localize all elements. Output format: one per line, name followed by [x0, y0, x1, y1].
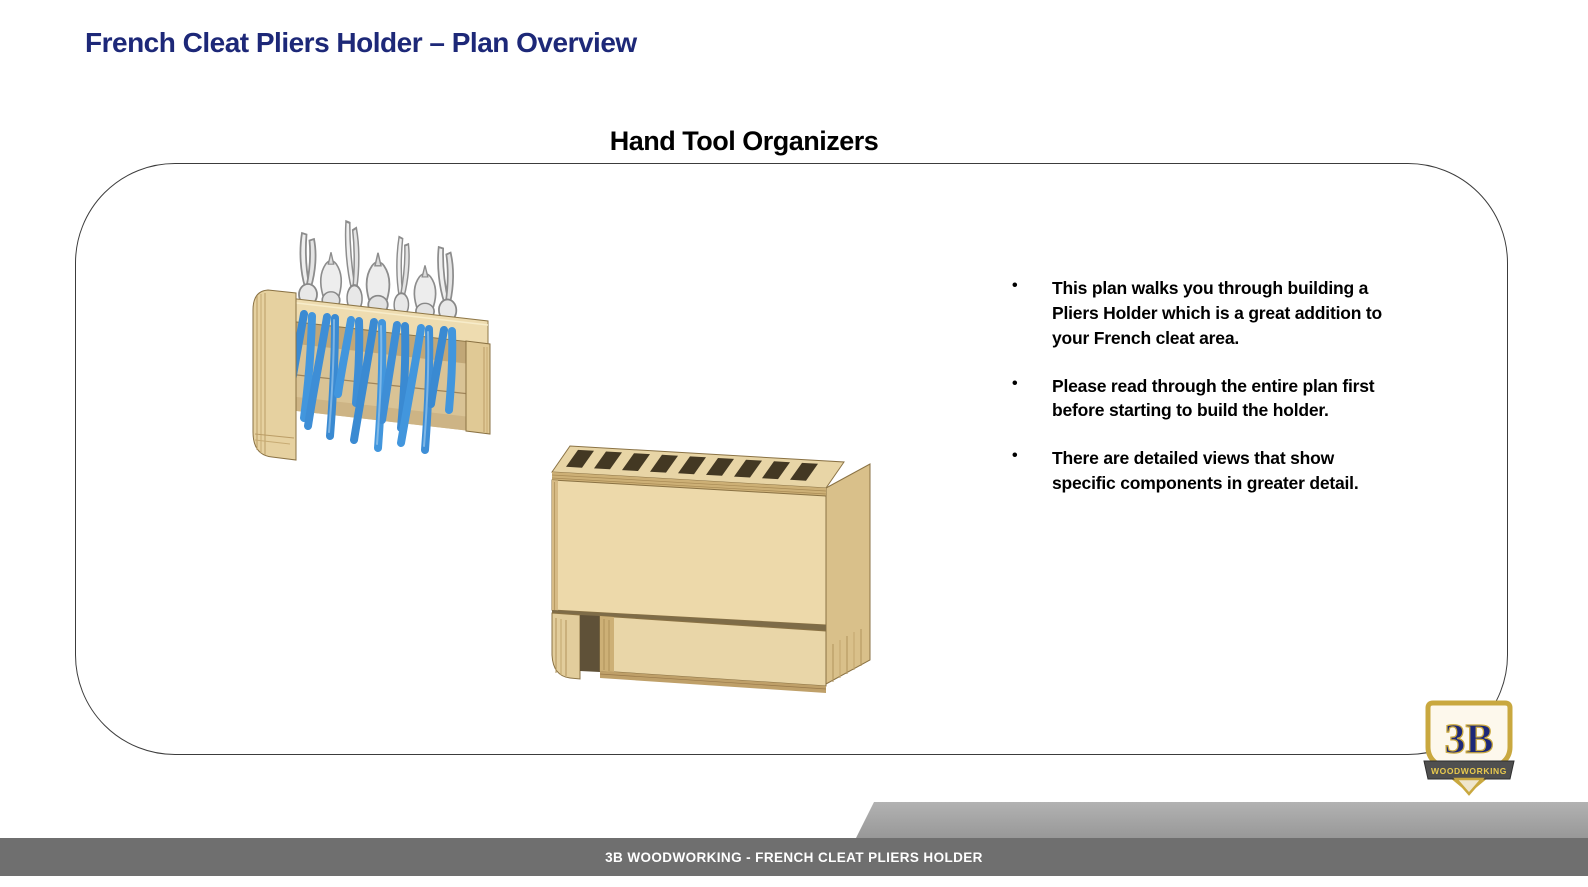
bullet-item: • Please read through the entire plan fi… [1012, 374, 1412, 424]
pliers-holder-empty-illustration [551, 445, 871, 693]
holder-right-side-face [825, 463, 871, 685]
bullet-text: Please read through the entire plan firs… [1052, 375, 1375, 421]
section-heading: Hand Tool Organizers [609, 126, 879, 156]
3b-woodworking-logo: 3B WOODWORKING [1423, 700, 1515, 796]
bullet-text: This plan walks you through building a P… [1052, 278, 1382, 348]
bullet-item: • There are detailed views that show spe… [1012, 446, 1412, 496]
logo-wordmark: WOODWORKING [1431, 766, 1507, 776]
bullet-list: • This plan walks you through building a… [1012, 276, 1412, 519]
holder-cleat-assembly [551, 610, 827, 693]
holder-right-side-panel [465, 340, 491, 435]
bullet-marker: • [1012, 277, 1018, 294]
bullet-text: There are detailed views that show speci… [1052, 448, 1359, 494]
logo-initials: 3B [1444, 717, 1493, 763]
footer-accent-strip [856, 802, 1588, 838]
page-title: French Cleat Pliers Holder – Plan Overvi… [85, 27, 637, 58]
bullet-marker: • [1012, 374, 1018, 392]
bullet-item: • This plan walks you through building a… [1012, 276, 1412, 351]
holder-front-panel [551, 479, 827, 626]
logo-ribbon: WOODWORKING [1423, 760, 1515, 796]
bullet-marker: • [1012, 447, 1018, 465]
footer-bar: 3B WOODWORKING - FRENCH CLEAT PLIERS HOL… [0, 838, 1588, 876]
holder-left-side-panel [252, 289, 297, 461]
pliers-holder-with-tools-illustration [252, 218, 491, 461]
footer-text: 3B WOODWORKING - FRENCH CLEAT PLIERS HOL… [605, 849, 983, 865]
holder-top-face [551, 445, 845, 496]
